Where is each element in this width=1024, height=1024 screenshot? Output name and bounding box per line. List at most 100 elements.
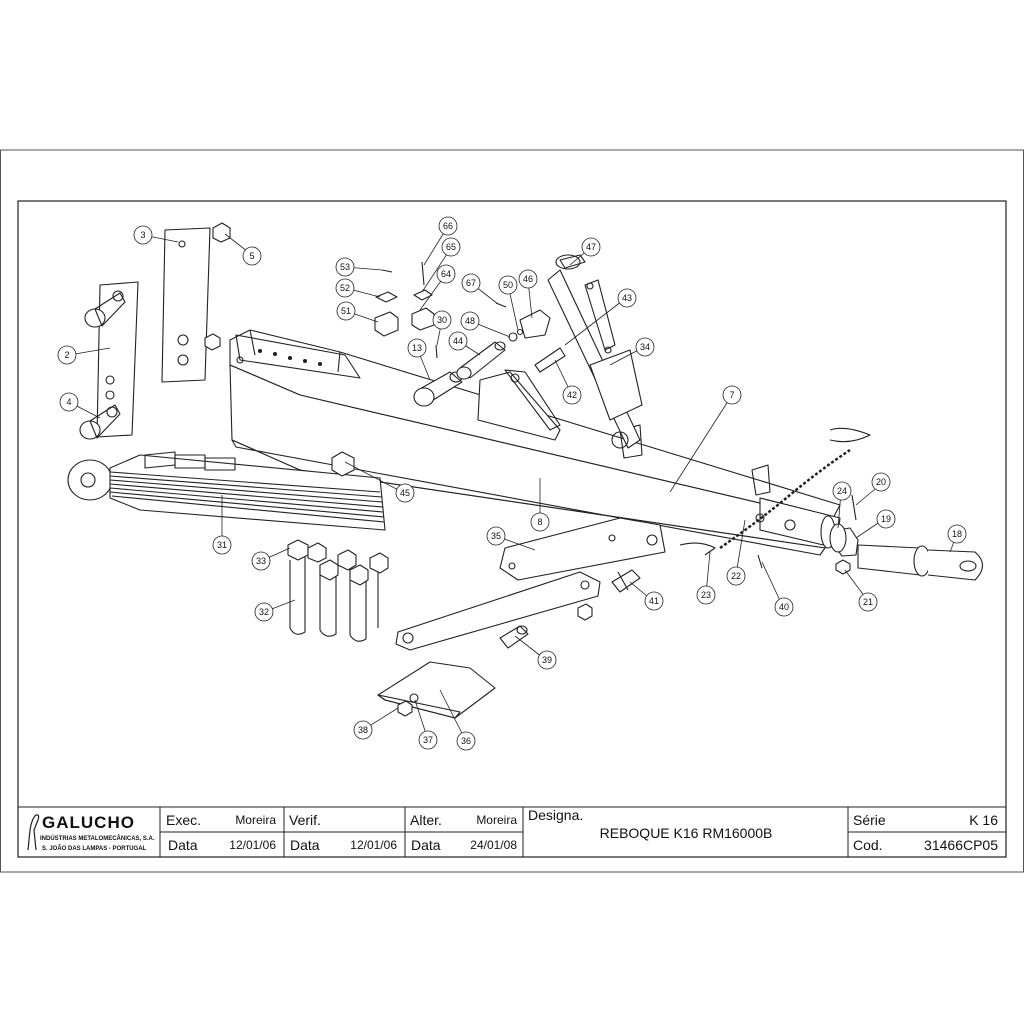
plate-65 bbox=[413, 289, 433, 301]
title-block bbox=[17, 806, 1007, 858]
svg-text:37: 37 bbox=[423, 735, 433, 745]
part-label: 31 bbox=[212, 535, 232, 555]
exploded-view-parts bbox=[67, 222, 984, 719]
part-label: 51 bbox=[336, 301, 356, 321]
guard-36 bbox=[377, 661, 496, 719]
svg-text:52: 52 bbox=[340, 283, 350, 293]
jack-34 bbox=[547, 254, 643, 449]
svg-text:23: 23 bbox=[701, 590, 711, 600]
svg-text:22: 22 bbox=[731, 571, 741, 581]
part-label: 65 bbox=[441, 237, 461, 257]
svg-text:32: 32 bbox=[259, 607, 269, 617]
company-logo: GALUCHO INDÚSTRIAS METALOMECÂNICAS, S.A.… bbox=[27, 813, 155, 852]
alter-label: Alter. bbox=[410, 812, 442, 828]
part-label: 67 bbox=[461, 273, 481, 293]
alter-data-label: Data bbox=[411, 837, 441, 853]
part-label: 8 bbox=[530, 512, 550, 532]
company-line-2: S. JOÃO DAS LAMPAS - PORTUGAL bbox=[42, 845, 147, 852]
svg-text:46: 46 bbox=[523, 274, 533, 284]
part-label: 20 bbox=[871, 472, 891, 492]
svg-text:3: 3 bbox=[140, 230, 145, 240]
leaf-spring bbox=[67, 451, 386, 531]
arm-39 bbox=[395, 571, 601, 651]
part-label: 48 bbox=[460, 311, 480, 331]
part-label: 5 bbox=[242, 246, 262, 266]
cod-value: 31466CP05 bbox=[924, 837, 998, 853]
svg-text:65: 65 bbox=[446, 242, 456, 252]
svg-text:53: 53 bbox=[340, 262, 350, 272]
verif-data-label: Data bbox=[290, 837, 320, 853]
verif-date: 12/01/06 bbox=[350, 838, 397, 852]
part-label: 52 bbox=[335, 278, 355, 298]
svg-text:40: 40 bbox=[779, 602, 789, 612]
svg-text:5: 5 bbox=[249, 251, 254, 261]
towing-eye-18 bbox=[857, 544, 984, 581]
bolt-53 bbox=[381, 269, 393, 273]
arm-35 bbox=[499, 517, 666, 581]
svg-text:8: 8 bbox=[537, 517, 542, 527]
verif-label: Verif. bbox=[289, 812, 321, 828]
part-label: 44 bbox=[448, 331, 468, 351]
nut-near-plate bbox=[204, 333, 221, 351]
svg-text:44: 44 bbox=[453, 336, 463, 346]
svg-text:7: 7 bbox=[729, 390, 734, 400]
part-label: 45 bbox=[395, 483, 415, 503]
nut-5 bbox=[212, 222, 231, 243]
cod-label: Cod. bbox=[853, 837, 883, 853]
part-label: 30 bbox=[432, 310, 452, 330]
chain-22 bbox=[719, 448, 851, 550]
svg-text:13: 13 bbox=[412, 343, 422, 353]
part-label: 23 bbox=[696, 585, 716, 605]
part-label: 33 bbox=[251, 551, 271, 571]
serie-value: K 16 bbox=[969, 812, 998, 828]
exec-date: 12/01/06 bbox=[229, 838, 276, 852]
svg-text:2: 2 bbox=[64, 350, 69, 360]
part-label: 42 bbox=[562, 385, 582, 405]
svg-text:66: 66 bbox=[443, 221, 453, 231]
part-label: 21 bbox=[858, 592, 878, 612]
block-64 bbox=[411, 307, 435, 331]
part-label: 13 bbox=[407, 338, 427, 358]
designa-label: Designa. bbox=[528, 807, 583, 823]
svg-text:51: 51 bbox=[341, 306, 351, 316]
svg-text:24: 24 bbox=[837, 486, 847, 496]
plate-52 bbox=[375, 291, 398, 303]
company-name: GALUCHO bbox=[42, 813, 135, 832]
part-label: 34 bbox=[635, 337, 655, 357]
exec-label: Exec. bbox=[166, 812, 201, 828]
pin-44 bbox=[456, 341, 506, 380]
svg-text:38: 38 bbox=[358, 725, 368, 735]
svg-text:42: 42 bbox=[567, 390, 577, 400]
svg-text:67: 67 bbox=[466, 278, 476, 288]
part-label: 35 bbox=[486, 526, 506, 546]
part-label: 7 bbox=[722, 385, 742, 405]
part-label: 2 bbox=[57, 345, 77, 365]
part-label: 41 bbox=[644, 591, 664, 611]
part-label: 3 bbox=[133, 225, 153, 245]
svg-text:41: 41 bbox=[649, 596, 659, 606]
u-bolts-32 bbox=[287, 539, 389, 642]
svg-text:48: 48 bbox=[465, 316, 475, 326]
block-51 bbox=[374, 311, 399, 337]
part-label: 37 bbox=[418, 730, 438, 750]
part-label: 22 bbox=[726, 566, 746, 586]
alter-name: Moreira bbox=[476, 813, 517, 827]
part-label: 64 bbox=[436, 264, 456, 284]
coupling-46 bbox=[519, 309, 551, 339]
pin-40 bbox=[757, 554, 763, 569]
svg-text:47: 47 bbox=[586, 242, 596, 252]
alter-date: 24/01/08 bbox=[470, 838, 517, 852]
designation: REBOQUE K16 RM16000B bbox=[600, 825, 773, 841]
part-label: 38 bbox=[353, 720, 373, 740]
part-label: 4 bbox=[59, 392, 79, 412]
hook-23 bbox=[679, 542, 716, 556]
svg-text:43: 43 bbox=[622, 293, 632, 303]
part-label: 24 bbox=[832, 481, 852, 501]
bush-24 bbox=[829, 523, 847, 553]
svg-text:64: 64 bbox=[441, 269, 451, 279]
washer-48 bbox=[508, 332, 518, 342]
pin-41 bbox=[611, 569, 641, 593]
part-label: 43 bbox=[617, 288, 637, 308]
part-label: 46 bbox=[518, 269, 538, 289]
